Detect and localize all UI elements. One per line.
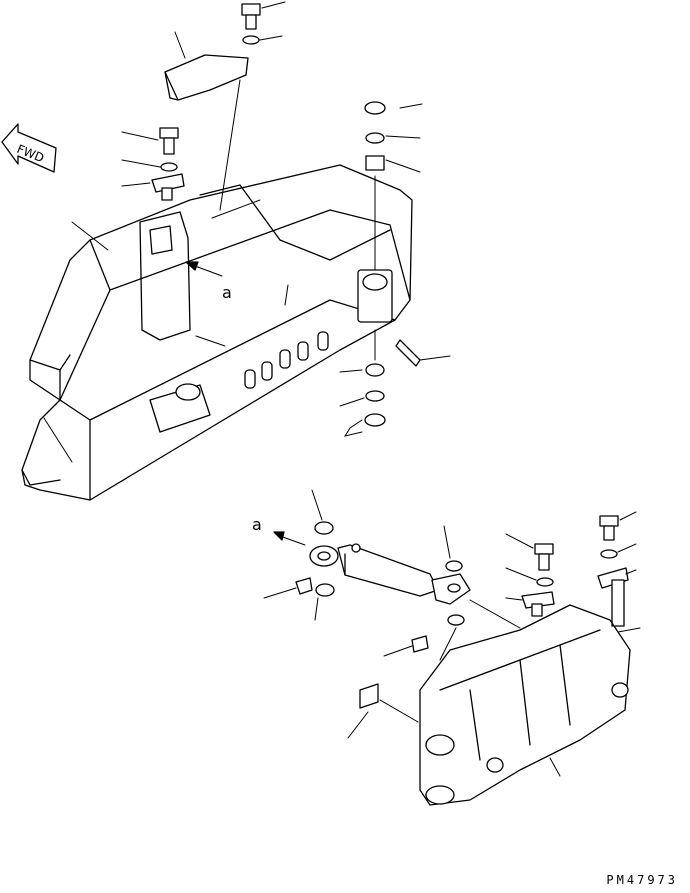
reference-arrow-upper: a [185,261,232,302]
ref-a-upper: a [222,283,232,302]
cover-plate [164,31,249,211]
right-lower-bolts [505,511,637,627]
boom-frame [21,164,413,501]
top-bolt [241,1,286,45]
right-spacer-stack-upper [364,101,423,271]
left-bolt-set [121,127,185,201]
right-pivot-block [357,269,451,367]
cylinder-assembly: a [252,489,521,661]
figure-code: PM47973 [606,873,678,887]
mounting-bracket [347,604,641,806]
right-spacer-stack-lower [339,329,386,437]
ref-a-lower: a [252,515,262,534]
fwd-arrow-icon: FWD [1,123,57,173]
